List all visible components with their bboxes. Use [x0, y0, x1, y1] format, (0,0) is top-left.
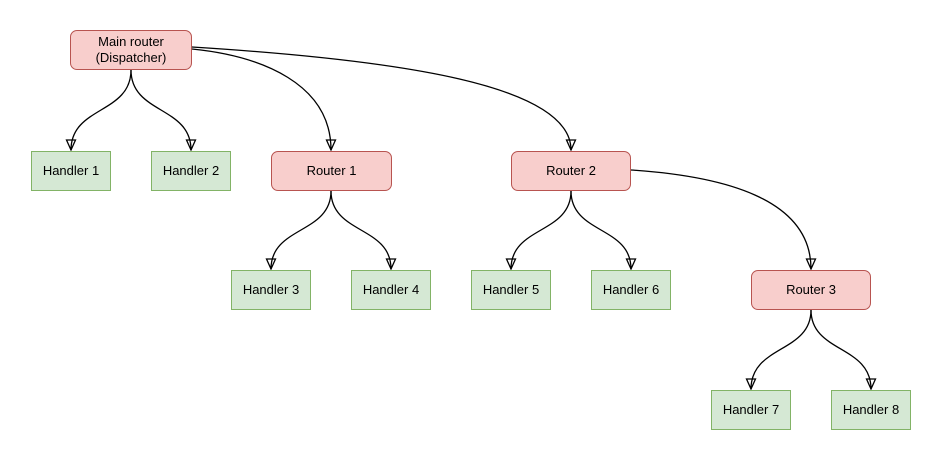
node-handler-3: Handler 3 [231, 270, 311, 310]
node-handler-5-label: Handler 5 [482, 282, 540, 297]
edge-router-3-to-handler-7 [751, 309, 812, 389]
node-handler-1: Handler 1 [31, 151, 111, 191]
edge-router-2-to-handler-5 [511, 190, 572, 269]
node-handler-6-label: Handler 6 [602, 282, 660, 297]
edge-main-router-to-router-1 [191, 48, 331, 150]
node-handler-2-label: Handler 2 [162, 163, 220, 178]
node-handler-7: Handler 7 [711, 390, 791, 430]
node-handler-4: Handler 4 [351, 270, 431, 310]
node-main-router-label-line1: Main router [98, 34, 164, 49]
edge-router-2-to-router-3 [630, 169, 811, 269]
edge-router-1-to-handler-3 [271, 190, 332, 269]
node-handler-1-label: Handler 1 [42, 163, 100, 178]
edge-main-router-to-handler-1 [71, 69, 132, 150]
node-handler-8-label: Handler 8 [842, 402, 900, 417]
node-router-2: Router 2 [511, 151, 631, 191]
node-router-3-label: Router 3 [786, 282, 836, 297]
node-handler-4-label: Handler 4 [362, 282, 420, 297]
edge-main-router-to-handler-2 [130, 69, 191, 150]
edge-router-3-to-handler-8 [810, 309, 871, 389]
node-handler-5: Handler 5 [471, 270, 551, 310]
node-handler-2: Handler 2 [151, 151, 231, 191]
node-handler-6: Handler 6 [591, 270, 671, 310]
edge-router-2-to-handler-6 [570, 190, 631, 269]
node-router-1: Router 1 [271, 151, 392, 191]
node-main-router-label-line2: (Dispatcher) [95, 50, 167, 65]
node-handler-7-label: Handler 7 [722, 402, 780, 417]
node-main-router: Main router (Dispatcher) [70, 30, 192, 70]
edge-router-1-to-handler-4 [330, 190, 391, 269]
node-router-2-label: Router 2 [546, 163, 596, 178]
node-handler-3-label: Handler 3 [242, 282, 300, 297]
edge-main-router-to-router-2 [191, 46, 571, 150]
node-router-3: Router 3 [751, 270, 871, 310]
node-handler-8: Handler 8 [831, 390, 911, 430]
node-router-1-label: Router 1 [306, 163, 357, 178]
